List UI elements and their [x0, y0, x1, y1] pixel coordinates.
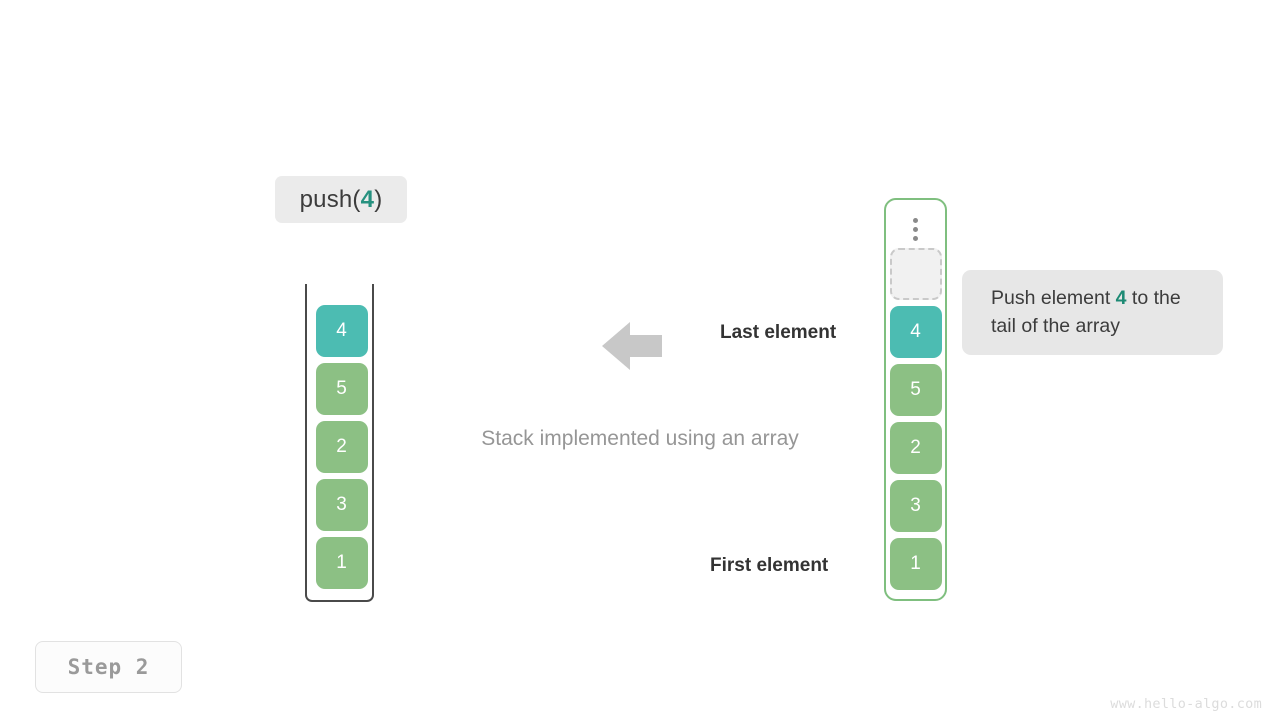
- stack-element-value: 2: [336, 436, 347, 457]
- stack-element: 1: [315, 537, 368, 589]
- ellipsis-dot: [913, 226, 918, 232]
- ellipsis-dot: [913, 217, 918, 223]
- first-element-label: First element: [710, 555, 829, 576]
- annotation-text-after: to the tail of the array: [991, 286, 1181, 337]
- array-slot: 3: [889, 480, 942, 532]
- step-badge-label: Step 2: [67, 655, 150, 679]
- stack-element-value: 1: [336, 552, 347, 573]
- left-arrow-icon: [602, 322, 662, 370]
- annotation-accent: 4: [1115, 286, 1127, 309]
- operation-prefix: push(: [299, 185, 361, 213]
- stack-caption: Stack implemented using an array: [481, 427, 799, 450]
- annotation-text-before: Push element: [991, 286, 1116, 309]
- annotation-callout: Push element 4 to the tail of the array: [962, 270, 1223, 355]
- annotation-text: Push element 4 to the tail of the array: [991, 285, 1195, 340]
- operation-label: push(4): [275, 176, 407, 223]
- ellipsis-dot: [913, 235, 918, 241]
- array-slot: 4: [889, 306, 942, 358]
- stack-element-list: 4 5 2 3 1: [307, 305, 376, 589]
- last-element-label: Last element: [720, 322, 837, 343]
- array-slot-value: 3: [910, 495, 921, 516]
- vertical-ellipsis-icon: [886, 210, 945, 248]
- stack-element: 3: [315, 479, 368, 531]
- array-slot: 5: [889, 364, 942, 416]
- array-slot-value: 4: [910, 321, 921, 342]
- stack-container: 4 5 2 3 1: [305, 284, 374, 602]
- array-slot-empty: [889, 248, 942, 300]
- operation-argument: 4: [360, 185, 375, 213]
- array-slot-list: 4 5 2 3 1: [886, 248, 945, 590]
- array-slot: 2: [889, 422, 942, 474]
- array-slot-value: 5: [910, 379, 921, 400]
- operation-suffix: ): [374, 185, 383, 213]
- watermark: www.hello-algo.com: [1110, 696, 1262, 712]
- stack-element: 5: [315, 363, 368, 415]
- array-slot-value: 1: [910, 553, 921, 574]
- stack-element-value: 3: [336, 494, 347, 515]
- stack-element-value: 5: [336, 378, 347, 399]
- stack-element: 4: [315, 305, 368, 357]
- stack-element: 2: [315, 421, 368, 473]
- step-badge: Step 2: [35, 641, 182, 693]
- array-slot-value: 2: [910, 437, 921, 458]
- array-container: 4 5 2 3 1: [884, 198, 947, 601]
- stack-element-value: 4: [336, 320, 347, 341]
- array-slot: 1: [889, 538, 942, 590]
